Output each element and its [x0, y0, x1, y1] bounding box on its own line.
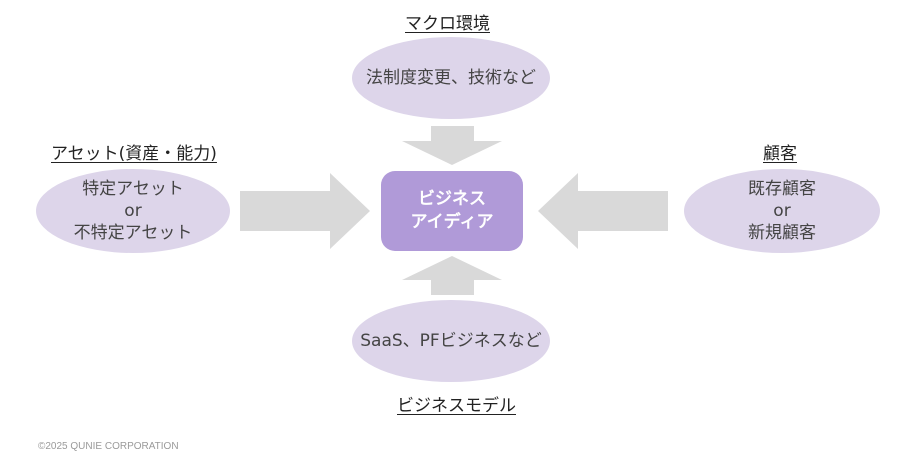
customers-line-2: or — [773, 200, 791, 221]
macro-text: 法制度変更、技術など — [366, 67, 536, 88]
business-model-heading: ビジネスモデル — [397, 396, 516, 416]
customers-ellipse: 既存顧客 or 新規顧客 — [684, 169, 880, 253]
customers-line-1: 既存顧客 — [748, 178, 816, 199]
assets-ellipse: 特定アセット or 不特定アセット — [36, 169, 230, 253]
customers-line-3: 新規顧客 — [748, 223, 816, 244]
business-model-text: SaaS、PFビジネスなど — [360, 330, 542, 351]
center-line-2: アイディア — [410, 212, 494, 232]
assets-line-3: 不特定アセット — [73, 223, 193, 244]
copyright-footer: ©2025 QUNIE CORPORATION — [38, 441, 179, 452]
arrow-left — [538, 173, 668, 249]
assets-heading: アセット(資産・能力) — [51, 144, 217, 164]
business-idea-box: ビジネス アイディア — [381, 171, 523, 251]
assets-line-1: 特定アセット — [82, 178, 184, 199]
macro-heading: マクロ環境 — [405, 14, 490, 34]
arrow-up — [402, 256, 502, 295]
arrow-right — [240, 173, 370, 249]
business-model-ellipse: SaaS、PFビジネスなど — [352, 300, 550, 382]
assets-line-2: or — [124, 200, 142, 221]
macro-ellipse: 法制度変更、技術など — [352, 37, 550, 119]
center-line-1: ビジネス — [418, 189, 486, 210]
customers-heading: 顧客 — [763, 144, 797, 164]
arrow-down — [402, 126, 502, 165]
